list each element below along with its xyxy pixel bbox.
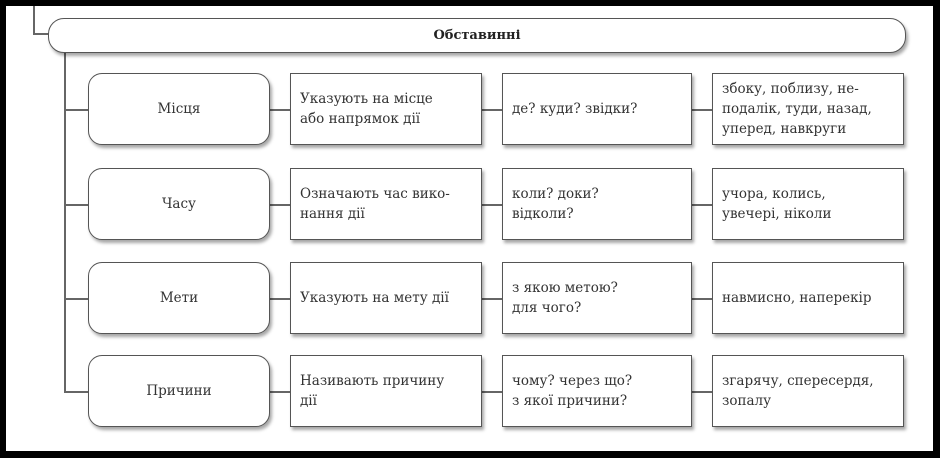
- connector-line: [690, 109, 714, 111]
- category-label: Мети: [88, 262, 270, 334]
- connector-line: [690, 204, 714, 206]
- category-meaning: Називають причину дії: [290, 355, 482, 427]
- category-questions: з якою метою? для чого?: [502, 262, 692, 334]
- diagram-canvas: Обставинні Місця Указують на місце або на…: [6, 6, 933, 451]
- category-label: Часу: [88, 168, 270, 240]
- connector-line: [64, 298, 88, 300]
- connector-line: [33, 33, 49, 35]
- connector-line: [33, 6, 35, 34]
- category-meaning: Указують на місце або напрямок дії: [290, 73, 482, 145]
- connector-line: [690, 391, 714, 393]
- connector-line: [480, 391, 504, 393]
- category-label: Причини: [88, 355, 270, 427]
- category-examples: навмисно, наперекір: [712, 262, 904, 334]
- connector-line: [480, 204, 504, 206]
- diagram-title: Обставинні: [48, 18, 906, 53]
- connector-line: [480, 109, 504, 111]
- category-examples: учора, колись, увечері, ніколи: [712, 168, 904, 240]
- category-meaning: Означають час вико- нання дії: [290, 168, 482, 240]
- category-questions: де? куди? звідки?: [502, 73, 692, 145]
- connector-line: [268, 204, 292, 206]
- connector-line: [480, 298, 504, 300]
- category-examples: збоку, поблизу, не- подалік, туди, назад…: [712, 73, 904, 145]
- category-examples: згарячу, спересердя, зопалу: [712, 355, 904, 427]
- category-questions: коли? доки? відколи?: [502, 168, 692, 240]
- connector-line: [64, 391, 88, 393]
- connector-line: [64, 109, 88, 111]
- connector-line: [268, 109, 292, 111]
- category-questions: чому? через що? з якої причини?: [502, 355, 692, 427]
- connector-line: [268, 298, 292, 300]
- connector-line: [64, 204, 88, 206]
- connector-line: [64, 52, 66, 392]
- connector-line: [268, 391, 292, 393]
- category-label: Місця: [88, 73, 270, 145]
- connector-line: [690, 298, 714, 300]
- category-meaning: Указують на мету дії: [290, 262, 482, 334]
